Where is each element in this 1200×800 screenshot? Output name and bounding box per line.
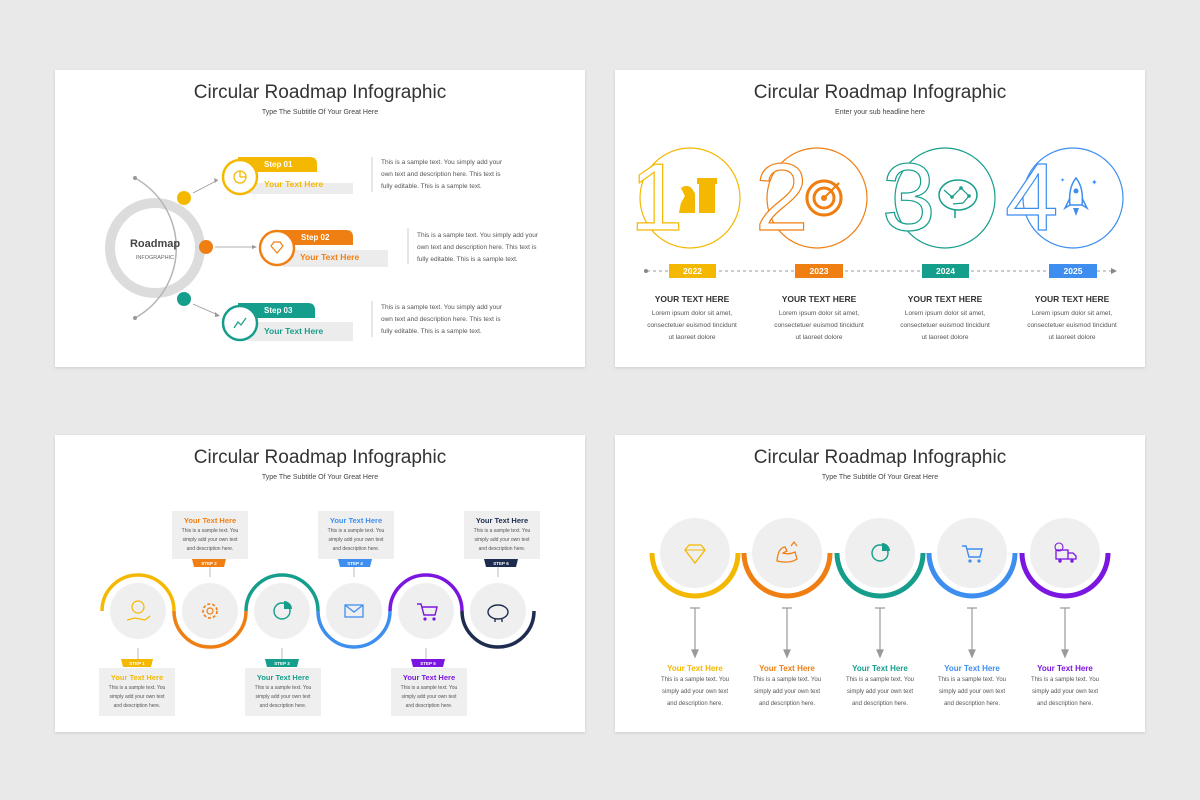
item-1-text: YOUR TEXT HERE Lorem ipsum dolor sit ame… [647,294,737,341]
center-subtitle: INFOGRAPHIC [135,255,175,261]
item-2-text: YOUR TEXT HERE Lorem ipsum dolor sit ame… [774,294,864,341]
money-hand-icon [126,600,151,621]
growth-icon [233,317,247,329]
step-dot-1 [177,191,191,205]
item-5-text: Your Text Here This is a sample text. Yo… [1030,664,1100,707]
chess-icon [679,178,717,213]
brain-icon [938,179,978,218]
step-2-label: Step 02 [301,233,330,242]
year-2023: 2023 [809,266,829,276]
slide-title: Circular Roadmap Infographic [193,82,447,103]
svg-text:✦: ✦ [1060,177,1065,184]
item-3-text: YOUR TEXT HERE Lorem ipsum dolor sit ame… [900,294,990,341]
slide-title: Circular Roadmap Infographic [753,447,1007,468]
slide-subtitle: Type The Subtitle Of Your Great Here [261,474,379,481]
step-2-box: Your Text Here This is a sample text. Yo… [181,516,239,552]
slide-4[interactable]: Circular Roadmap Infographic Type The Su… [615,435,1145,732]
slide-3[interactable]: Circular Roadmap Infographic Type The Su… [55,435,585,732]
step-1-tag: STEP 1 [129,660,145,666]
cart-icon [417,603,438,621]
slide-1[interactable]: Circular Roadmap Infographic Type The Su… [55,70,585,367]
step-3-text: Your Text Here [264,326,324,336]
mail-icon [344,604,364,618]
step-1-text: Your Text Here [264,179,324,189]
center-title: Roadmap [129,238,181,250]
number-2: 2 [754,144,809,251]
step-dot-3 [177,292,191,306]
step-1-label: Step 01 [264,160,293,169]
gear-icon [202,603,218,619]
year-2025: 2025 [1063,266,1083,276]
delivery-icon [1054,542,1077,563]
step-3-label: Step 03 [264,306,293,315]
item-2-text: Your Text Here This is a sample text. Yo… [752,664,822,707]
step-4-tag: STEP 4 [347,560,363,566]
rocket-icon: ✦ ✦ [1060,176,1098,216]
step-6-tag: STEP 6 [493,560,509,566]
step-2-description: This is a sample text. You simply add yo… [417,232,539,263]
step-5-tag: STEP 5 [420,660,436,666]
cart-icon [962,545,983,563]
target-icon [805,179,843,217]
step-3-description: This is a sample text. You simply add yo… [381,304,503,335]
diamond-icon [270,241,284,254]
step-2-text: Your Text Here [300,252,360,262]
number-1: 1 [629,144,684,251]
number-3: 3 [881,144,936,251]
diamond-icon [684,544,706,565]
step-1-box: Your Text Here This is a sample text. Yo… [108,673,166,709]
slide-2[interactable]: Circular Roadmap Infographic Enter your … [615,70,1145,367]
strength-icon [776,541,798,563]
item-3-text: Your Text Here This is a sample text. Yo… [845,664,915,707]
step-3-tag: STEP 3 [274,660,290,666]
svg-text:✦: ✦ [1091,178,1098,187]
year-2024: 2024 [936,266,955,276]
step-4-box: Your Text Here This is a sample text. Yo… [327,516,385,552]
slide-title: Circular Roadmap Infographic [193,447,447,468]
slide-subtitle: Enter your sub headline here [835,109,925,116]
step-1-description: This is a sample text. You simply add yo… [381,159,503,190]
step-dot-2 [199,240,213,254]
step-3-box: Your Text Here This is a sample text. Yo… [254,673,312,709]
step-2-tag: STEP 2 [201,560,217,566]
item-1-text: Your Text Here This is a sample text. Yo… [660,664,730,707]
slide-1-graphics [105,157,409,342]
step-5-box: Your Text Here This is a sample text. Yo… [400,673,458,709]
slide-3-graphics [99,511,540,716]
item-4-text: YOUR TEXT HERE Lorem ipsum dolor sit ame… [1027,294,1117,341]
year-2022: 2022 [683,266,702,276]
pie-chart-icon [871,543,890,562]
number-4: 4 [1004,144,1059,251]
item-4-text: Your Text Here This is a sample text. Yo… [937,664,1007,707]
slide-subtitle: Type The Subtitle Of Your Great Here [821,474,939,481]
step-6-box: Your Text Here This is a sample text. Yo… [473,516,531,552]
slide-subtitle: Type The Subtitle Of Your Great Here [261,109,379,116]
piggy-bank-icon [487,604,509,622]
connector-arc [134,177,177,319]
pie-chart-icon [273,601,292,620]
slide-4-graphics [649,518,1111,659]
slide-title: Circular Roadmap Infographic [753,82,1007,103]
